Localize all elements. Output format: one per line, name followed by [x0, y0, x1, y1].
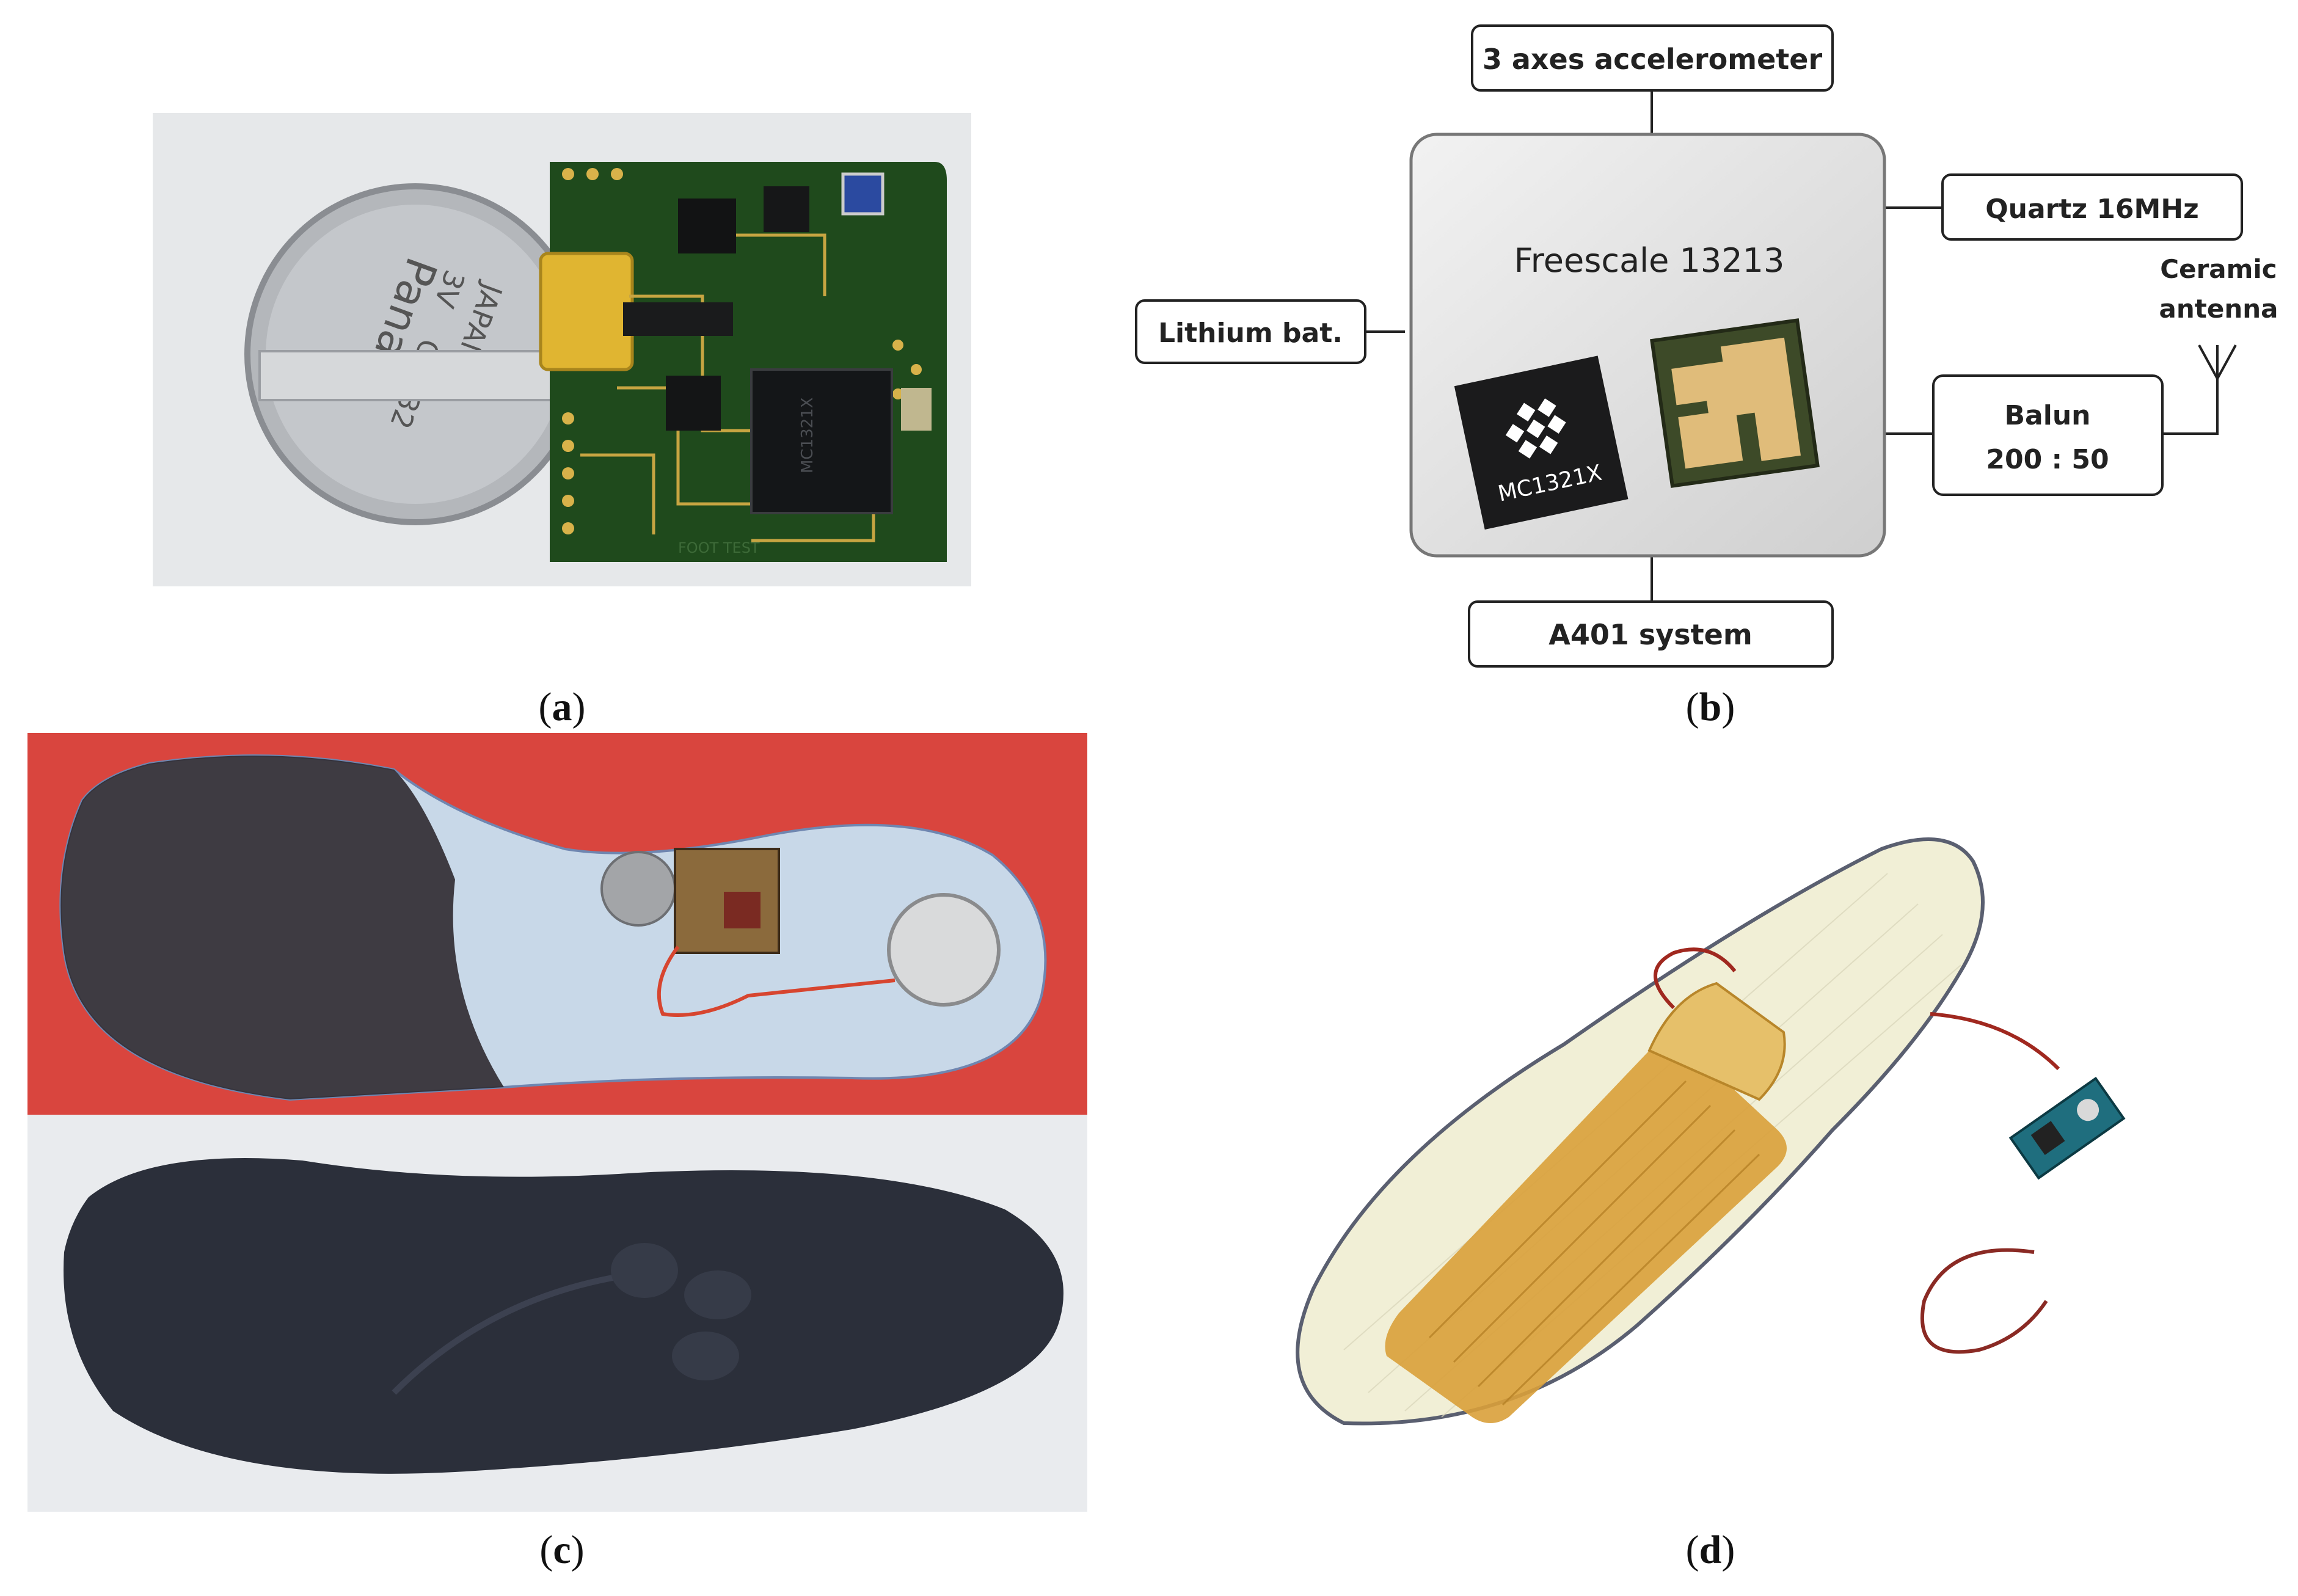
panel-d-flex-insole-photo	[1246, 812, 2181, 1478]
antenna-label-2: antenna	[2159, 294, 2278, 324]
mc1321x-chip	[750, 368, 893, 514]
caption-b: (b)	[1685, 685, 1735, 729]
mc1321x-chip-graphic: MC1321X	[1454, 355, 1629, 530]
connector-antenna	[2162, 345, 2219, 435]
caption-d: (d)	[1685, 1528, 1735, 1572]
insole-pressure-sensor	[887, 893, 1001, 1007]
connector	[623, 302, 733, 336]
core-title: Freescale 13213	[1514, 241, 1785, 280]
antenna-label-1: Ceramic	[2160, 254, 2277, 284]
block-battery: Lithium bat.	[1135, 299, 1366, 364]
block-diagram: Freescale 13213 MC1321X 3 axes accel	[1135, 24, 2278, 668]
board-text: FOOT TEST	[678, 539, 760, 556]
block-balun: Balun 200 : 50	[1932, 374, 2164, 496]
bottom-insole	[64, 1158, 1063, 1474]
block-accelerometer: 3 axes accelerometer	[1471, 24, 1834, 92]
sensor-module	[2008, 1076, 2126, 1180]
block-quartz-label: Quartz 16MHz	[1985, 194, 2199, 225]
panel-b-block-diagram: Freescale 13213 MC1321X 3 axes accel	[1124, 18, 2285, 678]
block-accelerometer-label: 3 axes accelerometer	[1483, 43, 1823, 76]
flex-insole-illustration	[1246, 812, 2181, 1478]
top-insole-toe-fabric	[60, 756, 505, 1099]
block-a401-label: A401 system	[1548, 618, 1753, 651]
panel-c-insole-photo	[27, 733, 1087, 1512]
qfn-chip-graphic	[1650, 318, 1820, 488]
accelerometer-chip	[678, 199, 736, 253]
block-quartz: Quartz 16MHz	[1941, 173, 2243, 241]
tantalum-capacitor	[539, 252, 634, 371]
caption-a: (a)	[538, 685, 586, 729]
antenna-symbol	[2198, 344, 2237, 382]
insole-photo-illustration	[27, 733, 1087, 1512]
caption-c: (c)	[539, 1528, 585, 1572]
ceramic-antenna	[841, 172, 885, 216]
block-battery-label: Lithium bat.	[1158, 318, 1343, 349]
pcb-photo-illustration: JAPAN 3V CR232 Panas MC1321X	[153, 113, 971, 586]
panel-a-pcb-photo: JAPAN 3V CR232 Panas MC1321X	[153, 113, 971, 586]
block-balun-label-1: Balun	[2005, 400, 2091, 431]
insole-coin-battery	[600, 851, 676, 927]
flex-pcb-sensor	[1385, 1041, 1787, 1423]
block-a401: A401 system	[1468, 600, 1834, 668]
chip-text: MC1321X	[798, 397, 817, 473]
block-balun-label-2: 200 : 50	[1986, 444, 2109, 475]
